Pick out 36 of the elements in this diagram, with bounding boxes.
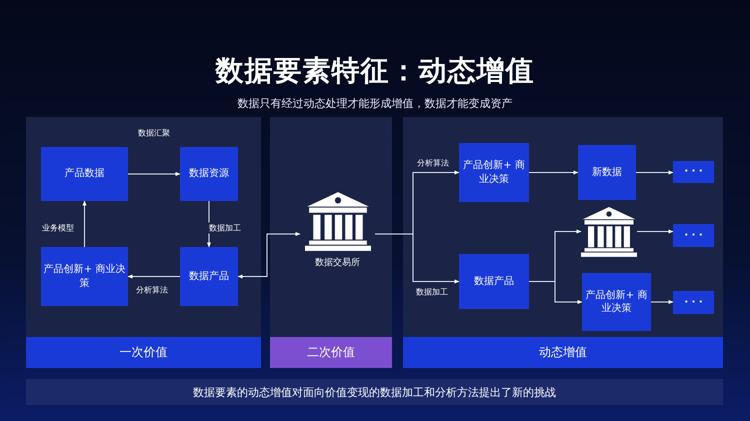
arrow <box>528 170 578 174</box>
arrow <box>636 230 674 234</box>
edge-label: 分析算法 <box>415 158 451 168</box>
arrow <box>238 232 300 278</box>
process-box: 产品数据 <box>41 147 128 201</box>
footer-banner: 数据要素的动态增值对面向价值变现的数据加工和分析方法提出了新的挑战 <box>26 379 723 405</box>
edge-label: 数据加工 <box>207 222 243 234</box>
process-box: 产品创新+ 商业决策 <box>582 273 651 331</box>
edge-label: 数据加工 <box>414 286 450 298</box>
arrow <box>128 274 180 278</box>
process-box: 产品创新+ 商业决策 <box>41 247 128 306</box>
ellipsis-box: · · · <box>673 161 714 183</box>
panel <box>403 117 723 368</box>
arrow <box>650 300 674 304</box>
arrow <box>82 200 86 248</box>
panel <box>270 117 392 368</box>
ellipsis-box: · · · <box>673 291 714 314</box>
process-box: 数据产品 <box>459 254 529 309</box>
value-band: 二次价值 <box>270 337 392 368</box>
process-box: 新数据 <box>578 145 636 200</box>
process-box: 数据产品 <box>180 247 238 306</box>
node-label: 数据交易所 <box>315 256 360 269</box>
arrow <box>528 281 582 304</box>
value-band: 动态增值 <box>403 337 723 368</box>
edge-label: 业务模型 <box>40 222 76 234</box>
process-box: 产品创新+ 商业决策 <box>459 143 529 202</box>
edge-label: 数据汇聚 <box>136 128 172 138</box>
value-band: 一次价值 <box>26 337 261 368</box>
arrow <box>636 170 674 174</box>
edge-label: 分析算法 <box>134 284 170 296</box>
arrow <box>128 172 180 176</box>
subtitle: 数据只有经过动态处理才能形成增值，数据才能变成资产 <box>236 96 514 111</box>
title: 数据要素特征：动态增值 <box>214 53 536 89</box>
panel <box>26 117 261 368</box>
process-box: 数据资源 <box>180 147 238 201</box>
ellipsis-box: · · · <box>673 224 714 247</box>
